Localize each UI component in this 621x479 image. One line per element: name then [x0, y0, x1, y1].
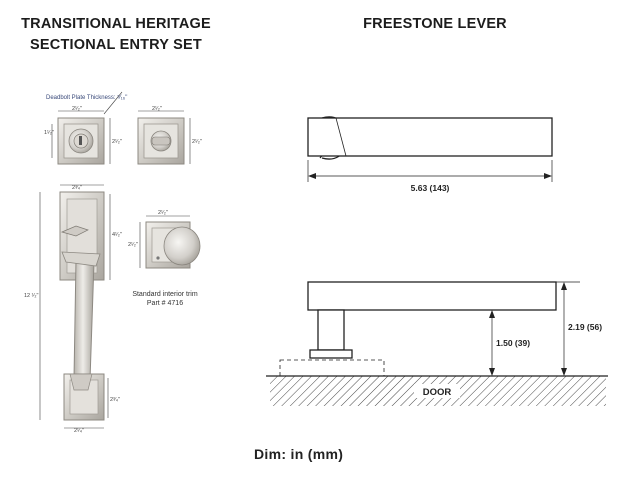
deadbolt-note: Deadbolt Plate Thickness: ⁵⁄₁₆"	[46, 94, 127, 101]
handleset-top-height-label: 4¹⁄₂"	[112, 232, 122, 238]
projection-total-label: 2.19 (56)	[568, 322, 602, 332]
deadbolt-rear-plate	[137, 117, 185, 165]
left-dim-text-group: Deadbolt Plate Thickness: ⁵⁄₁₆"	[46, 94, 127, 101]
left-dim-labels: 2¹⁄₂" 2¹⁄₂" 2¹⁄₂" 2¹⁄₂" 1¹⁄₂" 2³⁄₄" 4¹⁄₂…	[24, 106, 202, 434]
left-title-line1: TRANSITIONAL HERITAGE	[21, 16, 211, 32]
deadbolt-front-side-label: 1¹⁄₂"	[44, 130, 54, 136]
lever-length-dim	[307, 160, 553, 182]
lever-top-view	[307, 116, 553, 160]
deadbolt-rear-width-label: 2¹⁄₂"	[152, 106, 162, 112]
deadbolt-dim-lines	[51, 91, 191, 164]
lever-side-view	[279, 281, 557, 377]
interior-trim-text: Standard interior trim Part # 4716	[132, 291, 198, 307]
handleset-total-height-label: 12 ¹⁄₂"	[24, 293, 39, 299]
handleset-top-width-label: 2³⁄₄"	[72, 185, 82, 191]
left-title: TRANSITIONAL HERITAGE SECTIONAL ENTRY SE…	[16, 14, 216, 56]
handleset-bottom-width-label: 2¹⁄₄"	[74, 428, 84, 434]
handleset-bottom-height-label: 2³⁄₄"	[110, 397, 120, 403]
lever-projection-dims	[489, 281, 580, 376]
interior-knob-trim	[145, 221, 201, 269]
handleset-dim-lines	[39, 184, 111, 429]
handleset	[59, 191, 105, 421]
door-surface	[266, 375, 608, 406]
interior-trim-line2: Part # 4716	[147, 300, 183, 307]
deadbolt-front-height-label: 2¹⁄₂"	[112, 139, 122, 145]
interior-trim-line1: Standard interior trim	[132, 291, 198, 298]
door-label: DOOR	[423, 387, 452, 398]
projection-rose-label: 1.50 (39)	[496, 338, 530, 348]
knob-dim-lines	[139, 215, 190, 268]
knob-rose-height-label: 2¹⁄₂"	[128, 242, 138, 248]
right-title: FREESTONE LEVER	[363, 16, 507, 32]
deadbolt-front-plate	[57, 117, 105, 165]
deadbolt-rear-height-label: 2¹⁄₂"	[192, 139, 202, 145]
knob-rose-width-label: 2¹⁄₂"	[158, 210, 168, 216]
left-title-line2: SECTIONAL ENTRY SET	[30, 37, 202, 53]
lever-length-label: 5.63 (143)	[411, 183, 450, 193]
dimension-units-caption: Dim: in (mm)	[254, 446, 344, 462]
deadbolt-front-width-label: 2¹⁄₂"	[72, 106, 82, 112]
